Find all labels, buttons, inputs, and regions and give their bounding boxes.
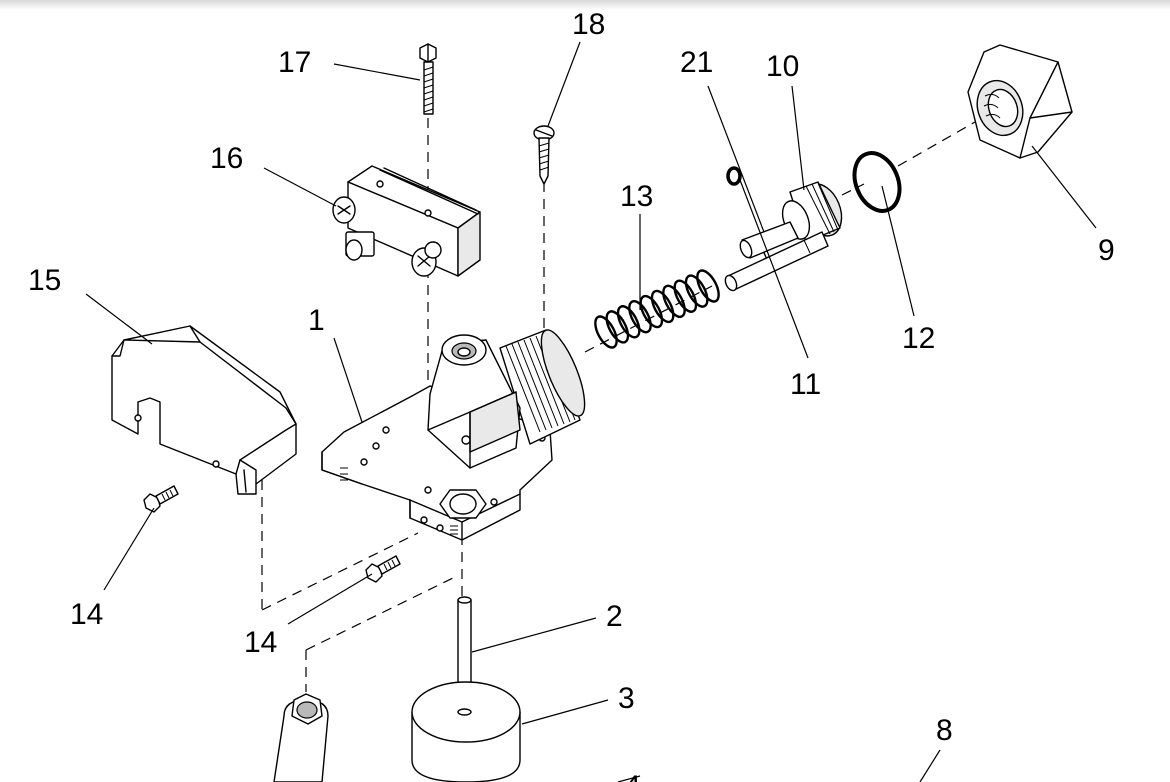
callout-17: 17 xyxy=(278,46,311,79)
callout-10: 10 xyxy=(766,50,799,83)
callout-15: 15 xyxy=(28,264,61,297)
spring-coil xyxy=(662,284,686,319)
part-21-small-o-ring xyxy=(726,166,742,186)
leader-lines xyxy=(85,41,1097,782)
callout-3: 3 xyxy=(618,682,635,715)
callout-16: 16 xyxy=(210,142,243,175)
part-15-cover xyxy=(111,325,297,495)
callout-1: 1 xyxy=(308,304,325,337)
spring-coil xyxy=(650,289,675,324)
spring-coil xyxy=(639,294,664,329)
part-9-hex-nut xyxy=(967,44,1073,159)
callout-14b: 14 xyxy=(244,626,277,659)
part-14-screw-a xyxy=(143,485,179,513)
part-13-spring xyxy=(594,269,720,349)
spring-coil xyxy=(673,279,698,313)
part-3-float xyxy=(411,681,521,782)
window-top-edge xyxy=(0,0,1170,10)
part-1-valve-body xyxy=(321,329,586,541)
part-11-valve-stem xyxy=(724,231,829,292)
callout-21: 21 xyxy=(680,46,713,79)
callout-11: 11 xyxy=(790,368,821,401)
spring-coil xyxy=(696,269,720,303)
spring-coil xyxy=(605,310,630,344)
callout-18: 18 xyxy=(572,8,605,41)
callout-9: 9 xyxy=(1098,234,1115,267)
callout-8: 8 xyxy=(936,714,953,747)
part-16-switch-block xyxy=(332,165,481,277)
spring-coil xyxy=(594,315,618,349)
part-18-screw xyxy=(533,125,555,185)
part-14-screw-b xyxy=(365,555,401,583)
part-10-valve-seat xyxy=(739,181,843,267)
callout-labels: 17 18 21 10 16 13 9 15 1 12 11 14 14 2 3… xyxy=(28,8,1115,782)
spring-coil xyxy=(684,274,709,308)
spring-coil xyxy=(628,299,652,334)
spring-coil xyxy=(616,305,641,339)
callout-14a: 14 xyxy=(70,598,103,631)
callout-4: 4 xyxy=(624,770,641,782)
part-4-hose xyxy=(273,693,329,782)
callout-2: 2 xyxy=(606,600,623,633)
callout-13: 13 xyxy=(620,180,653,213)
part-12-o-ring xyxy=(852,151,902,213)
part-17-bolt xyxy=(419,43,437,115)
callout-12: 12 xyxy=(902,322,935,355)
